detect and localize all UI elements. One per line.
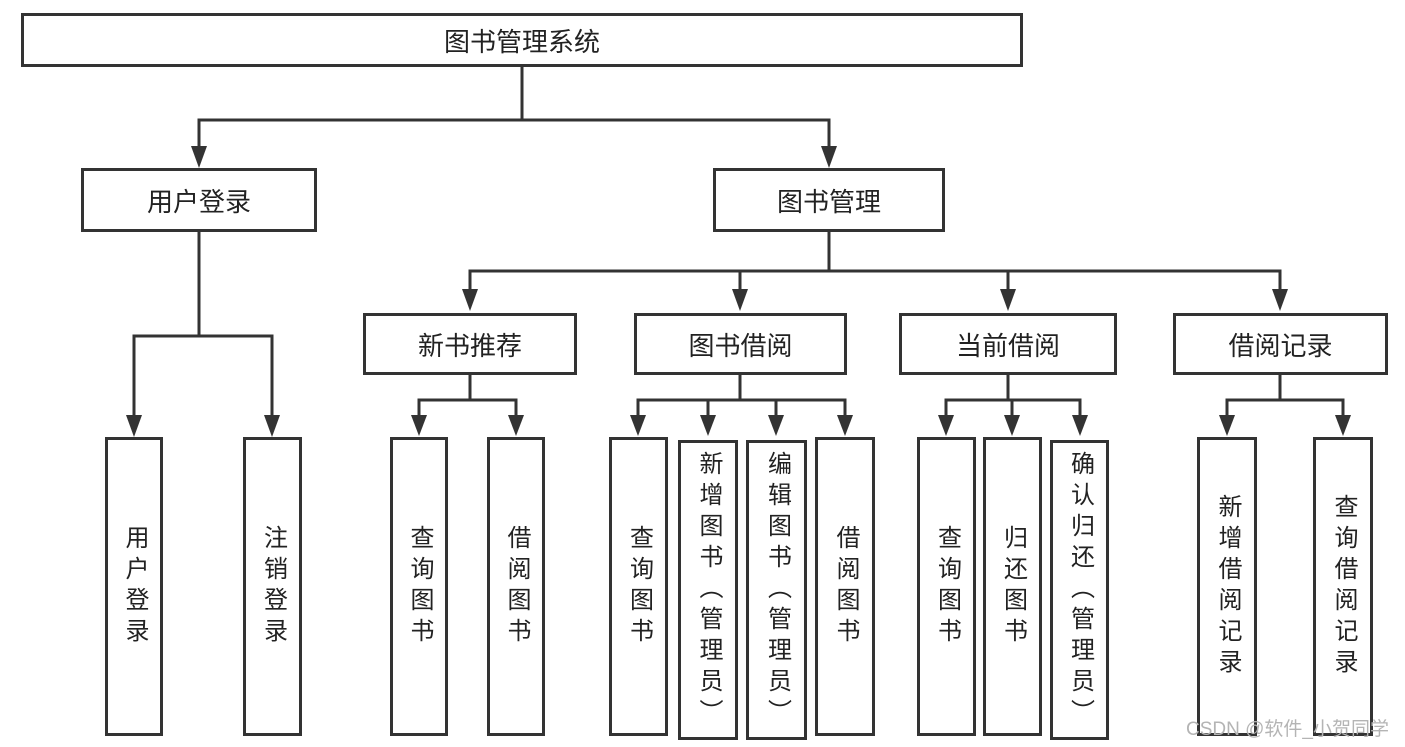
connector-current-borrowing	[938, 373, 1088, 436]
node-leaf-query-borrow-record: 查询借阅记录	[1313, 437, 1373, 736]
node-label: 新增图书（管理员）	[695, 450, 722, 730]
node-label: 确认归还（管理员）	[1066, 450, 1094, 730]
node-label: 查询借阅记录	[1330, 493, 1357, 680]
node-label: 查询图书	[933, 524, 961, 649]
node-leaf-confirm-return-admin: 确认归还（管理员）	[1050, 440, 1109, 740]
node-label: 查询图书	[625, 524, 653, 649]
node-label: 注销登录	[259, 524, 287, 649]
node-leaf-edit-books-admin: 编辑图书（管理员）	[746, 440, 807, 740]
node-leaf-return-books: 归还图书	[983, 437, 1042, 736]
node-label: 编辑图书（管理员）	[763, 450, 791, 730]
connector-book-borrowing	[630, 373, 853, 436]
node-leaf-borrow-books-2: 借阅图书	[815, 437, 875, 736]
node-user-login: 用户登录	[81, 168, 317, 232]
node-leaf-add-borrow-record: 新增借阅记录	[1197, 437, 1257, 736]
connector-new-book-recommend	[411, 373, 524, 436]
node-label: 借阅图书	[503, 524, 530, 649]
connector-user-login	[126, 230, 280, 437]
node-label: 用户登录	[121, 524, 148, 649]
watermark: CSDN @软件_小贺同学	[1186, 719, 1389, 740]
node-current-borrowing: 当前借阅	[899, 313, 1117, 375]
connector-root	[191, 65, 837, 168]
node-book-borrowing: 图书借阅	[634, 313, 847, 375]
node-leaf-user-login: 用户登录	[105, 437, 163, 736]
node-borrowing-records: 借阅记录	[1173, 313, 1388, 375]
node-root: 图书管理系统	[21, 13, 1023, 67]
node-label: 借阅图书	[832, 524, 859, 649]
node-leaf-add-books-admin: 新增图书（管理员）	[678, 440, 738, 740]
node-leaf-query-books-2: 查询图书	[609, 437, 668, 736]
node-label: 归还图书	[999, 524, 1027, 649]
connector-borrowing-records	[1219, 373, 1351, 436]
node-label: 查询图书	[406, 524, 433, 649]
node-leaf-query-books-1: 查询图书	[390, 437, 448, 736]
node-label: 新增借阅记录	[1214, 493, 1241, 680]
node-leaf-query-books-3: 查询图书	[917, 437, 976, 736]
connector-book-management	[462, 230, 1288, 311]
node-leaf-logout: 注销登录	[243, 437, 302, 736]
node-leaf-borrow-books-1: 借阅图书	[487, 437, 545, 736]
node-new-book-recommend: 新书推荐	[363, 313, 577, 375]
node-book-management: 图书管理	[713, 168, 945, 232]
